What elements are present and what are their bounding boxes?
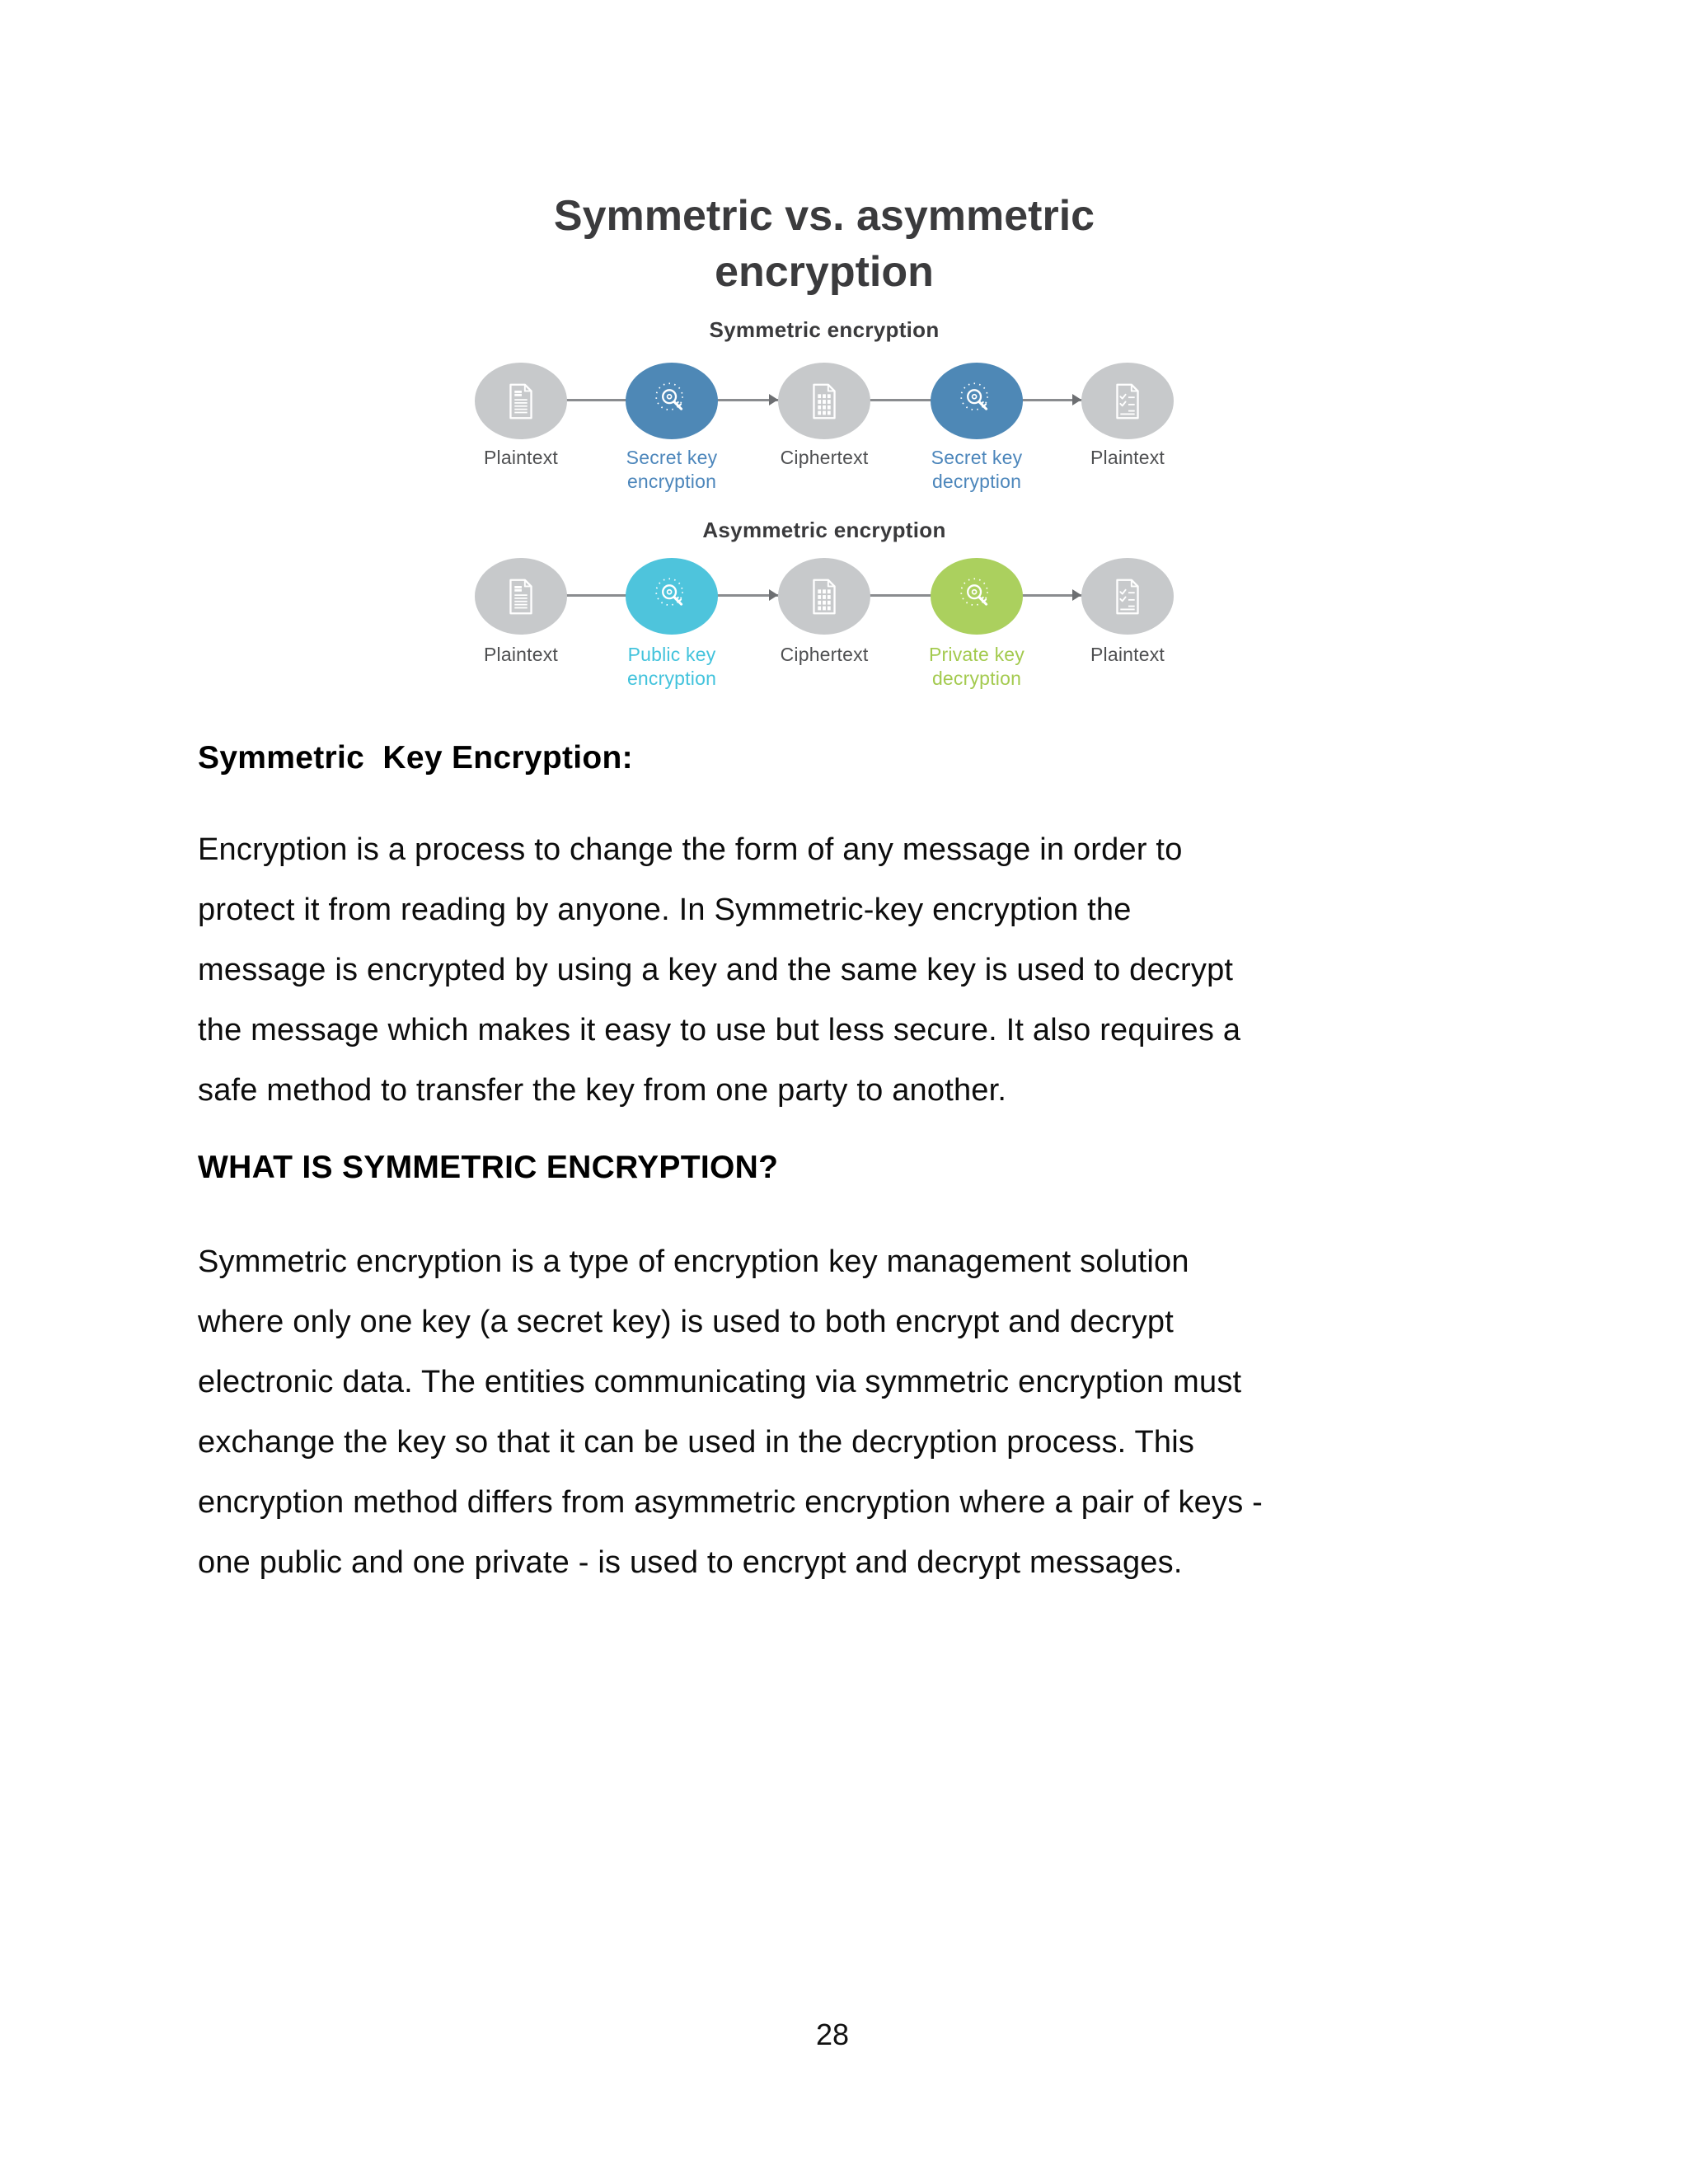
asymmetric-plaintext-output-node <box>1081 558 1174 635</box>
key-icon <box>649 574 694 619</box>
node-label: Plaintext <box>483 447 558 468</box>
node-label: Secret key encryption <box>626 447 718 492</box>
symmetric-plaintext-node <box>475 363 567 439</box>
node-label: Plaintext <box>1090 447 1165 468</box>
symmetric-secret-key-decryption-node <box>931 363 1023 439</box>
paragraph-line: Encryption is a process to change the fo… <box>198 832 1183 867</box>
paragraph-line: message is encrypted by using a key and … <box>198 953 1234 987</box>
arrow-right-icon <box>1072 394 1081 405</box>
node-label: Plaintext <box>1090 644 1165 665</box>
paragraph-line: protect it from reading by anyone. In Sy… <box>198 893 1132 927</box>
asymmetric-section-heading: Asymmetric encryption <box>702 518 946 542</box>
paragraph-symmetric-key-encryption: Encryption is a process to change the fo… <box>198 820 1500 1121</box>
paragraph-line: where only one key (a secret key) is use… <box>198 1305 1174 1339</box>
heading-what-is-symmetric-encryption: WHAT IS SYMMETRIC ENCRYPTION? <box>198 1150 779 1185</box>
node-label: Plaintext <box>483 644 558 665</box>
paragraph-line: exchange the key so that it can be used … <box>198 1425 1195 1460</box>
asymmetric-private-key-decryption-node <box>931 558 1023 635</box>
arrow-right-icon <box>769 589 778 601</box>
symmetric-ciphertext-node <box>778 363 870 439</box>
document-icon <box>499 379 543 424</box>
ciphertext-icon <box>802 574 846 619</box>
node-label: Ciphertext <box>780 644 869 665</box>
diagram-title-line2: encryption <box>715 248 934 296</box>
page-number: 28 <box>815 2018 850 2051</box>
checked-document-icon <box>1105 574 1150 619</box>
node-label: Public key encryption <box>626 644 717 689</box>
arrow-right-icon <box>769 394 778 405</box>
heading-symmetric-key-encryption: Symmetric Key Encryption: <box>198 740 633 776</box>
key-icon <box>954 379 999 424</box>
paragraph-line: electronic data. The entities communicat… <box>198 1365 1242 1399</box>
node-label: Ciphertext <box>780 447 869 468</box>
paragraph-what-is-symmetric-encryption: Symmetric encryption is a type of encryp… <box>198 1232 1500 1593</box>
paragraph-line: encryption method differs from asymmetri… <box>198 1485 1264 1520</box>
diagram-title: Symmetric vs. asymmetric encryption <box>412 188 1236 300</box>
arrow-right-icon <box>1072 589 1081 601</box>
key-icon <box>649 379 694 424</box>
asymmetric-plaintext-node <box>475 558 567 635</box>
diagram-title-line1: Symmetric vs. asymmetric <box>553 192 1095 240</box>
paragraph-line: safe method to transfer the key from one… <box>198 1073 1007 1108</box>
symmetric-section-heading: Symmetric encryption <box>709 317 940 342</box>
paragraph-line: the message which makes it easy to use b… <box>198 1013 1241 1047</box>
node-label: Private key decryption <box>929 644 1025 689</box>
symmetric-plaintext-output-node <box>1081 363 1174 439</box>
encryption-diagram: Symmetric vs. asymmetric encryption Symm… <box>0 0 1688 725</box>
paragraph-line: Symmetric encryption is a type of encryp… <box>198 1244 1189 1279</box>
ciphertext-icon <box>802 379 846 424</box>
node-label: Secret key decryption <box>931 447 1023 492</box>
paragraph-line: one public and one private - is used to … <box>198 1545 1183 1580</box>
asymmetric-public-key-encryption-node <box>626 558 718 635</box>
key-icon <box>954 574 999 619</box>
checked-document-icon <box>1105 379 1150 424</box>
document-icon <box>499 574 543 619</box>
asymmetric-ciphertext-node <box>778 558 870 635</box>
symmetric-secret-key-encryption-node <box>626 363 718 439</box>
